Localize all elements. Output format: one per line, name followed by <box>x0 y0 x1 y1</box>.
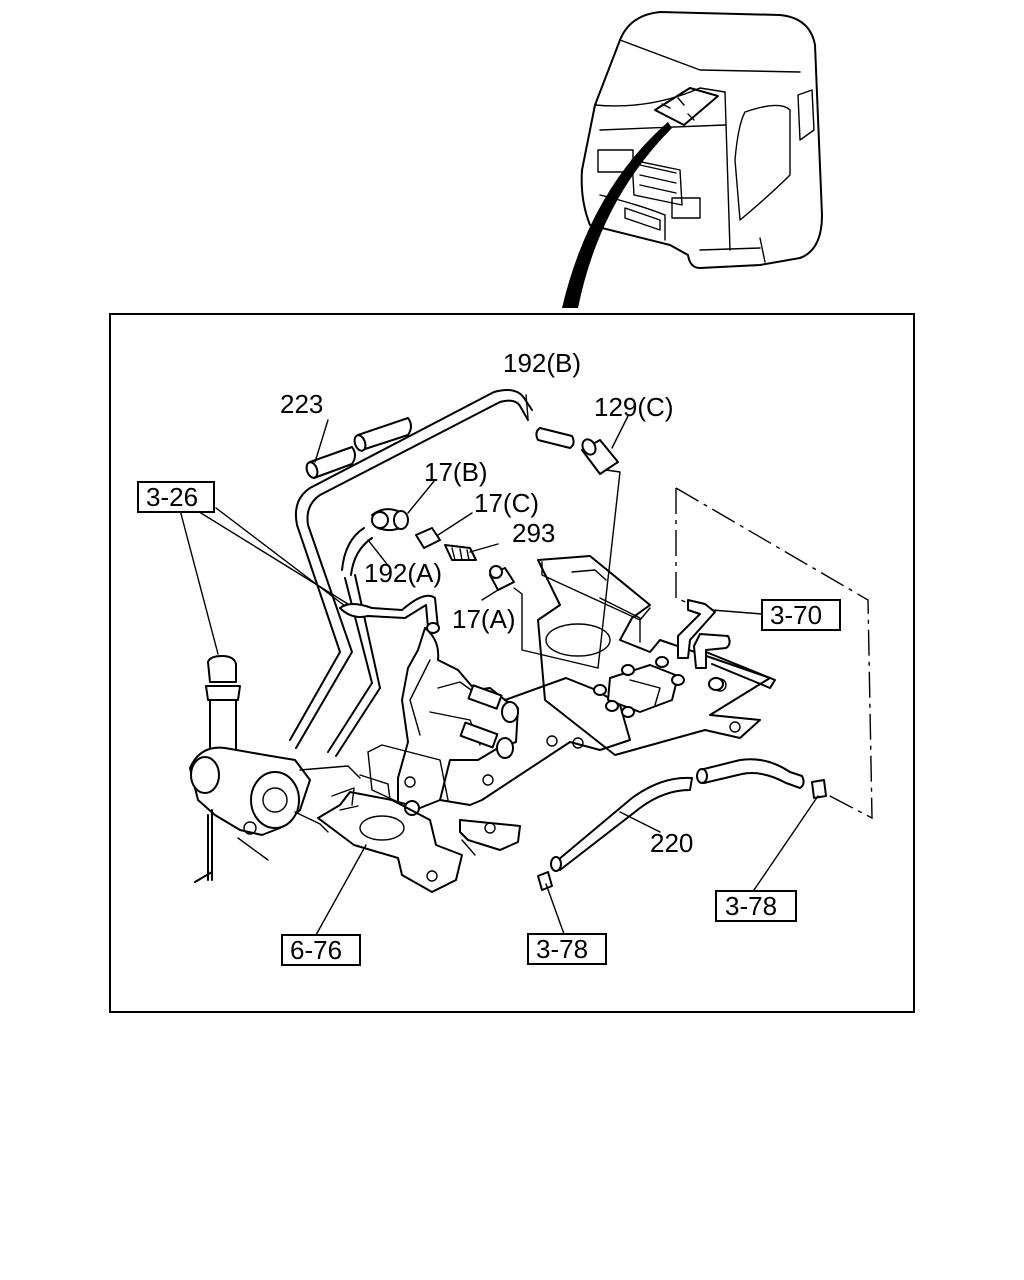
clip-right <box>811 779 827 799</box>
hose-bent-left <box>339 594 440 634</box>
ref-box-3-26: 3-26 <box>137 481 215 513</box>
hose-220 <box>550 758 805 872</box>
ref-box-3-70: 3-70 <box>761 599 841 631</box>
fitting-129c <box>581 438 621 669</box>
ref-box-6-76: 6-76 <box>281 934 361 966</box>
bracket-lower-center <box>459 819 521 856</box>
fitting-17c <box>415 527 441 549</box>
bracket-plate-center <box>404 677 631 806</box>
ref-label-3-70: 3-70 <box>770 600 822 630</box>
clip-bottom <box>537 871 553 891</box>
hose-192a <box>341 527 373 576</box>
label-192a: 192(A) <box>364 558 442 588</box>
bracket-plate-right <box>537 555 771 756</box>
label-17c: 17(C) <box>474 488 539 518</box>
location-pointer <box>562 122 672 308</box>
boundary-line-right <box>675 487 873 820</box>
label-192b: 192(B) <box>503 348 581 378</box>
connector-293 <box>444 544 477 561</box>
hose-3-70 <box>677 599 776 689</box>
ref-box-3-78-bottom: 3-78 <box>527 933 607 965</box>
hose-192b <box>289 389 533 757</box>
label-17a: 17(A) <box>452 604 516 634</box>
manifold-block <box>593 656 724 718</box>
ref-label-3-78-right: 3-78 <box>725 891 777 921</box>
pump-body <box>189 746 361 883</box>
label-293: 293 <box>512 518 555 548</box>
pipe-223 <box>305 417 412 479</box>
ref-label-3-78-bottom: 3-78 <box>536 934 588 964</box>
ref-box-3-78-right: 3-78 <box>715 890 797 922</box>
pipe-segment <box>535 427 575 449</box>
label-220: 220 <box>650 828 693 858</box>
bracket-6-76 <box>317 774 463 893</box>
leader-lines <box>179 394 819 936</box>
label-223: 223 <box>280 389 323 419</box>
truck-cab-illustration <box>580 11 823 269</box>
valve-assembly <box>367 627 519 816</box>
label-129c: 129(C) <box>594 392 673 422</box>
label-17b: 17(B) <box>424 457 488 487</box>
diagram-frame <box>109 313 915 1013</box>
ref-label-3-26: 3-26 <box>146 482 198 512</box>
cap-fitting <box>205 655 241 753</box>
ref-label-6-76: 6-76 <box>290 935 342 965</box>
fitting-17a <box>489 565 599 669</box>
elbow-17b <box>371 508 409 532</box>
